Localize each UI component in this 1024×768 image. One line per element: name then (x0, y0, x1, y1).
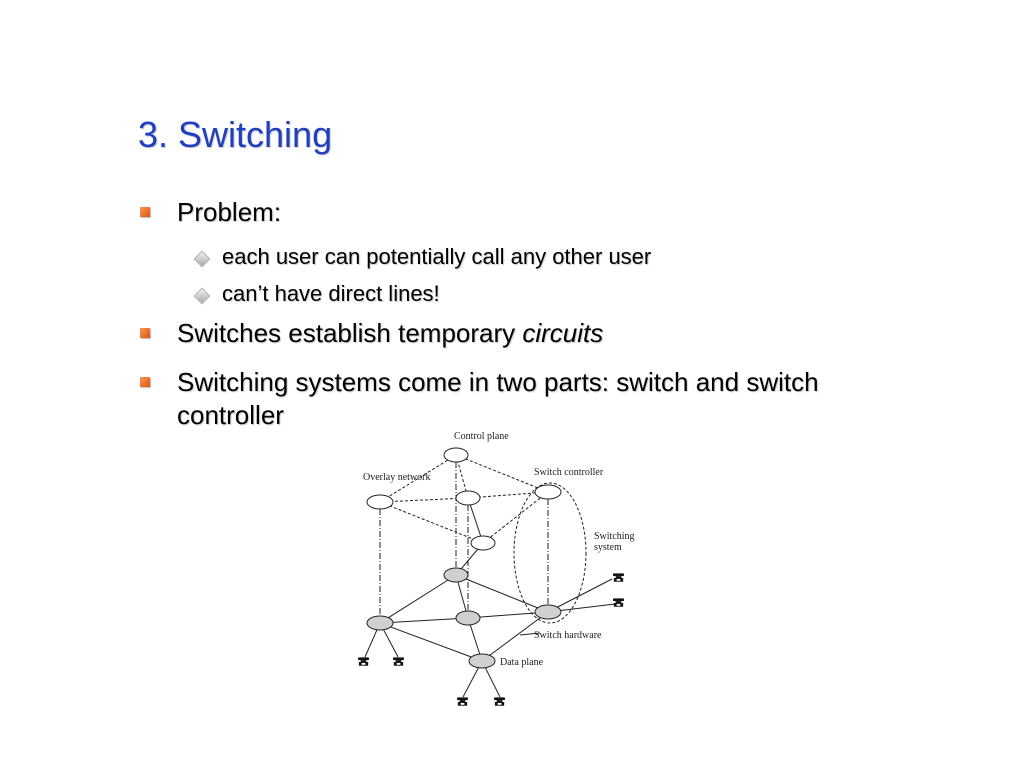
subbullet-marker (193, 250, 211, 268)
bullet-switching-systems-line2: controller (177, 399, 284, 430)
bullet-switches-emphasis: circuits (522, 318, 604, 348)
switching-system-boundary (513, 482, 587, 624)
bullet-problem: Problem: (177, 197, 282, 227)
bullet-marker (140, 207, 150, 217)
telephone-icon (392, 657, 405, 666)
telephone-icon (612, 598, 625, 607)
telephone-icon (612, 573, 625, 582)
control-nodes (366, 447, 562, 551)
label-switch-hardware: Switch hardware (534, 630, 602, 641)
bullet-marker (140, 377, 150, 387)
telephone-icon (456, 697, 469, 706)
bullet-switches-text: Switches establish temporary (177, 318, 523, 348)
label-switching-system-2: system (594, 542, 622, 553)
bullet-switching-systems-line1: Switching systems come in two parts: swi… (177, 367, 819, 397)
data-nodes (366, 567, 562, 669)
label-data-plane: Data plane (500, 657, 544, 668)
telephone-icon (493, 697, 506, 706)
label-overlay-network: Overlay network (363, 472, 430, 483)
label-switching-system: Switching (594, 531, 635, 542)
subbullet-any-user: each user can potentially call any other… (222, 244, 652, 269)
bullet-switching-systems: Switching systems come in two parts: swi… (177, 366, 937, 432)
label-control-plane: Control plane (454, 431, 509, 442)
vertical-links (379, 462, 549, 616)
switching-network-diagram: Control plane Overlay network Switch con… (357, 431, 635, 706)
subbullet-marker (193, 287, 211, 305)
bullet-marker (140, 328, 150, 338)
bullet-switches: Switches establish temporary circuits (177, 317, 603, 350)
slide-title: 3. Switching (138, 114, 333, 155)
label-switch-controller: Switch controller (534, 467, 604, 478)
subbullet-direct-lines: can’t have direct lines! (222, 281, 440, 306)
telephone-icon (357, 657, 370, 666)
